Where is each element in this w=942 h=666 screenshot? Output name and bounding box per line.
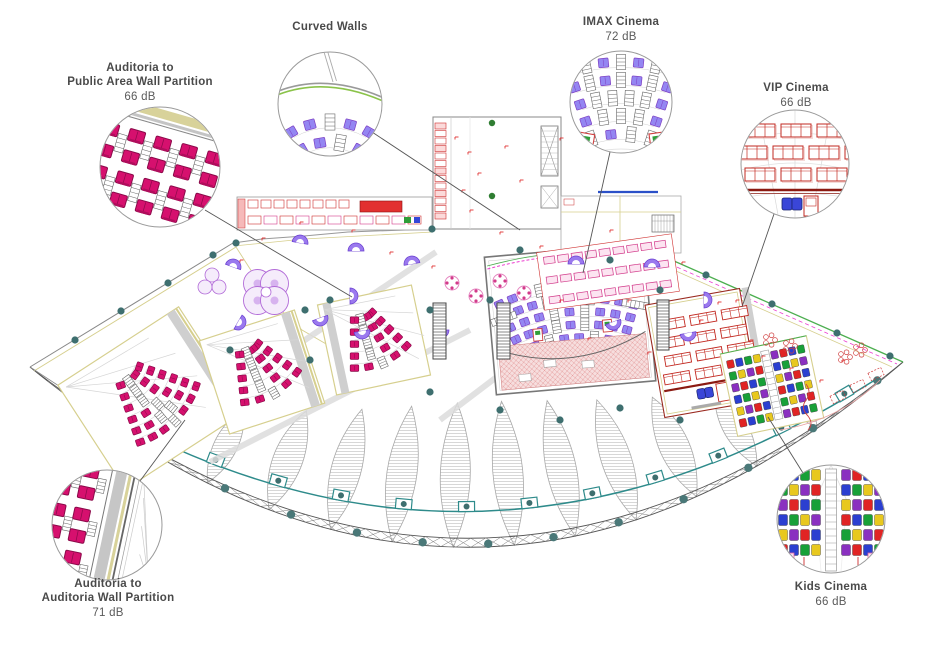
lobby-lounge-cluster — [197, 267, 289, 315]
structural-column — [426, 306, 434, 314]
structural-column — [306, 356, 314, 364]
structural-column — [117, 307, 125, 315]
auditorium-2 — [198, 309, 326, 435]
lobby-sofa — [349, 287, 359, 305]
structural-column — [676, 416, 684, 424]
dining-table — [492, 273, 508, 289]
lobby-sofa — [347, 242, 365, 252]
structural-column — [301, 306, 309, 314]
escalator — [432, 302, 447, 360]
callout-title-line: Auditoria to — [106, 62, 174, 74]
structural-column — [768, 300, 776, 308]
callout-label-curved-walls: Curved Walls — [260, 20, 400, 34]
callout-content-kids — [778, 465, 884, 572]
lobby-sofa — [291, 234, 309, 245]
callout-title-line: Auditoria Wall Partition — [41, 592, 175, 604]
structural-column — [833, 329, 841, 337]
structural-column — [656, 286, 664, 294]
structural-column — [164, 279, 172, 287]
lobby-sofa — [605, 318, 622, 331]
callout-content-vip — [741, 110, 849, 218]
structural-column — [616, 404, 624, 412]
callout-db-value: 66 dB — [815, 596, 847, 608]
structural-column — [209, 251, 217, 259]
lobby-sofa — [703, 291, 713, 309]
callout-db-value: 66 dB — [124, 91, 156, 103]
callout-title-line: Curved Walls — [292, 21, 368, 33]
structural-column — [496, 406, 504, 414]
dining-table — [516, 285, 532, 301]
structural-column — [702, 271, 710, 279]
callout-content-curved-walls — [278, 52, 382, 156]
lobby-sofa — [403, 255, 421, 266]
callout-db-value: 71 dB — [92, 607, 124, 619]
callout-title-line: Public Area Wall Partition — [67, 76, 213, 88]
lobby-sofa — [679, 331, 697, 342]
structural-column — [516, 246, 524, 254]
auditorium-3 — [316, 284, 432, 396]
callout-label-imax: IMAX Cinema 72 dB — [551, 15, 691, 44]
structural-column — [232, 239, 240, 247]
structural-column — [886, 352, 894, 360]
dining-table — [444, 275, 460, 291]
lobby-sofa — [353, 329, 371, 340]
dining-table — [468, 288, 484, 304]
callout-db-value: 72 dB — [605, 31, 637, 43]
callout-title-line: Kids Cinema — [794, 581, 868, 593]
lobby-sofa — [567, 255, 585, 265]
escalator — [496, 302, 511, 360]
lobby-sofa — [233, 314, 247, 331]
lobby-sofa — [643, 258, 661, 268]
callout-db-value: 66 dB — [780, 97, 812, 109]
structural-column — [486, 296, 494, 304]
structural-column — [606, 256, 614, 264]
food-court-tables — [536, 233, 680, 311]
service-wing — [432, 116, 562, 230]
structural-column — [326, 296, 334, 304]
callout-title-line: IMAX Cinema — [582, 16, 660, 28]
structural-column — [428, 225, 436, 233]
callout-label-auditoria-partition: Auditoria to Auditoria Wall Partition 71… — [8, 577, 208, 620]
callout-title-line: VIP Cinema — [763, 82, 829, 94]
callout-details — [51, 50, 886, 581]
callout-circle-imax — [569, 50, 673, 154]
building-plan — [29, 116, 904, 491]
callout-label-kids: Kids Cinema 66 dB — [761, 580, 901, 609]
callout-leader-lines — [139, 131, 804, 482]
kids-cinema-hall — [719, 335, 825, 437]
callout-label-public-partition: Auditoria to Public Area Wall Partition … — [30, 61, 250, 104]
escalator — [656, 299, 670, 351]
structural-column — [426, 388, 434, 396]
callout-label-vip: VIP Cinema 66 dB — [726, 81, 866, 110]
structural-column — [556, 416, 564, 424]
callout-title-line: Auditoria to — [74, 578, 142, 590]
lobby-sofa — [225, 258, 242, 271]
lobby-sofa — [312, 314, 329, 327]
structural-column — [71, 336, 79, 344]
structural-column — [226, 346, 234, 354]
callout-circle-curved-walls — [277, 51, 383, 157]
